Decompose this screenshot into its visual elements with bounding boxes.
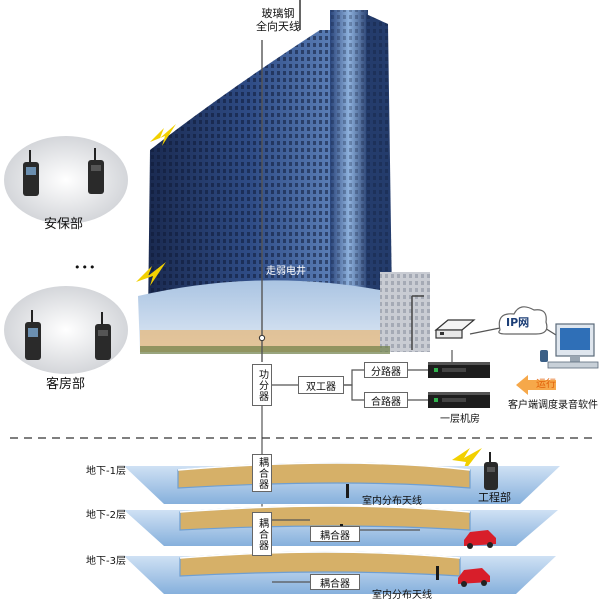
shaft-label: 走弱电井 xyxy=(266,266,306,277)
walkie-talkie-icon xyxy=(95,312,111,360)
dept-security-label: 安保部 xyxy=(44,217,84,232)
coupler-box-b2-vertical: 耦合器 xyxy=(252,512,272,556)
ip-network-cloud-icon xyxy=(498,306,548,335)
antenna-label-line2: 全向天线 xyxy=(256,19,300,33)
duplexer-box: 双工器 xyxy=(298,376,344,394)
walkie-talkie-icon xyxy=(484,452,498,490)
car-icon xyxy=(464,530,496,549)
basement-floor-b1 xyxy=(124,462,560,504)
client-software-label: 客户端调度录音软件 xyxy=(508,400,598,411)
dept-engineering-label: 工程部 xyxy=(478,491,511,504)
dispatch-computer-icon xyxy=(540,323,599,369)
hotel-building xyxy=(138,10,430,354)
walkie-talkie-icon xyxy=(25,310,41,360)
run-arrow-icon xyxy=(516,375,556,395)
run-label: 运行 xyxy=(536,379,556,390)
signal-bolt-basement xyxy=(452,448,482,474)
splitter-box: 分路器 xyxy=(364,362,408,378)
indoor-antenna-label-b3: 室内分布天线 xyxy=(372,590,432,601)
equipment-rack-icon xyxy=(428,362,490,378)
combiner-box: 合路器 xyxy=(364,392,408,408)
antenna-label-line1: 玻璃钢 xyxy=(261,7,295,20)
basement-wiring xyxy=(272,519,420,583)
signal-bolt-middle xyxy=(136,262,166,286)
security-radios-group xyxy=(4,136,128,224)
room-radios-group xyxy=(4,286,128,374)
dept-rooms-label: 客房部 xyxy=(46,377,86,392)
car-icon xyxy=(458,568,490,587)
coupler-box-b1: 耦合器 xyxy=(252,454,272,492)
antenna-label: 玻璃钢 全向天线 xyxy=(256,7,300,33)
floor-b2-label: 地下-2层 xyxy=(86,510,126,521)
ellipsis-dots: ••• xyxy=(74,261,97,274)
walkie-talkie-icon xyxy=(23,150,39,196)
ip-network-label: IP网 xyxy=(506,316,530,329)
router-icon xyxy=(434,319,476,339)
machine-room-label: 一层机房 xyxy=(440,414,480,425)
floor-b1-label: 地下-1层 xyxy=(86,466,126,477)
floor-b3-label: 地下-3层 xyxy=(86,556,126,567)
power-splitter-box: 功分器 xyxy=(252,364,272,406)
equipment-rack-icon xyxy=(428,392,490,408)
indoor-antenna-label-b1: 室内分布天线 xyxy=(362,496,422,507)
wiring xyxy=(261,324,557,590)
coupler-box-b2: 耦合器 xyxy=(310,526,360,542)
walkie-talkie-icon xyxy=(88,148,104,194)
coupler-box-b3: 耦合器 xyxy=(310,574,360,590)
